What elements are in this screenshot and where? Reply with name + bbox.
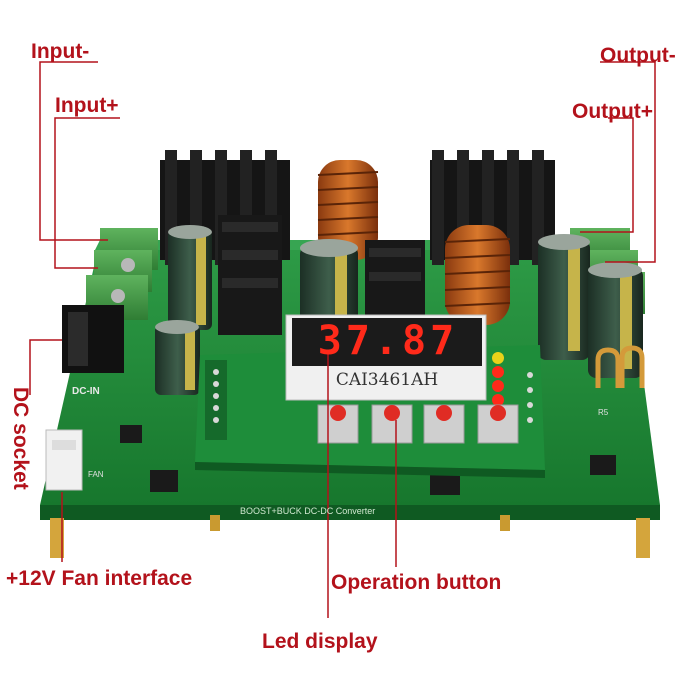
display-part-number: CAI3461AH	[335, 370, 439, 390]
label-output-positive: Output+	[572, 100, 654, 123]
inductor-right	[444, 225, 511, 325]
capacitor-left-small	[155, 320, 200, 395]
label-led-display: Led display	[262, 630, 378, 653]
capacitor-right-1	[538, 234, 590, 360]
led-display-module	[285, 314, 487, 401]
label-input-positive: Input+	[55, 94, 119, 117]
silk-dc-in: DC-IN	[72, 386, 100, 397]
label-fan-interface: +12V Fan interface	[6, 567, 193, 590]
operation-buttons	[317, 404, 519, 444]
silk-fan: FAN	[88, 470, 104, 479]
label-input-negative: Input-	[31, 40, 90, 63]
mosfet-heatsink-center-left	[218, 215, 282, 335]
silk-r5: R5	[598, 408, 609, 417]
label-output-negative: Output-	[600, 44, 676, 67]
pointer-lines	[29, 61, 656, 618]
smd-chips	[120, 425, 616, 495]
dc-socket-jack	[62, 305, 124, 373]
led-digits: 37.87	[317, 318, 459, 364]
silk-title: BOOST+BUCK DC-DC Converter	[240, 506, 376, 516]
current-shunt	[595, 345, 645, 388]
label-dc-socket: DC socket	[9, 387, 32, 490]
inductor-left	[317, 160, 379, 260]
mosfet-heatsink-center-right	[365, 240, 425, 325]
standoff-legs	[50, 515, 650, 558]
capacitor-left	[168, 225, 212, 330]
label-operation-button: Operation button	[331, 571, 502, 594]
fan-connector	[45, 429, 83, 491]
